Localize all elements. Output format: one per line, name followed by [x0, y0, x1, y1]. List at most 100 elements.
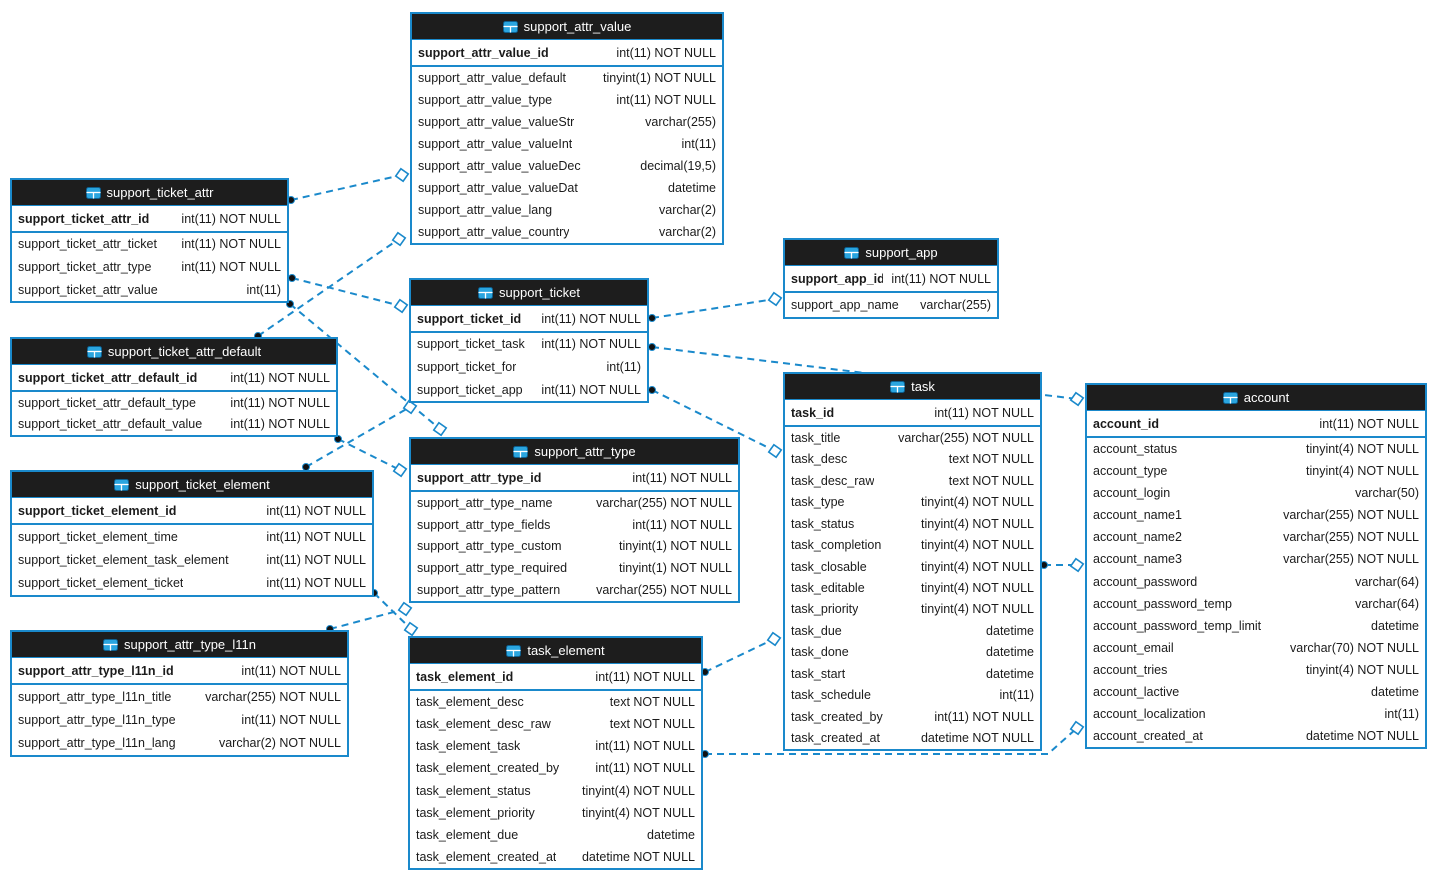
- table-header-support_attr_type_l11n[interactable]: support_attr_type_l11n: [12, 632, 347, 658]
- table-title: support_attr_value: [523, 19, 632, 34]
- table-grid-icon: [114, 478, 130, 491]
- field-type: varchar(255) NOT NULL: [596, 583, 732, 598]
- field-name: support_ticket_element_task_element: [18, 552, 229, 567]
- field-type: int(11): [999, 688, 1034, 703]
- field-name: task_type: [791, 495, 845, 510]
- table-title: task_element: [527, 643, 605, 658]
- field-name: account_email: [1093, 640, 1174, 655]
- field-type: text NOT NULL: [609, 717, 695, 732]
- diamond-endpoint: [1069, 391, 1085, 407]
- field-name: support_ticket_attr_value: [18, 282, 158, 297]
- table-grid-icon: [102, 638, 118, 651]
- field-name: account_password: [1093, 574, 1198, 589]
- field-row: account_status tinyint(4) NOT NULL: [1087, 438, 1425, 460]
- field-name: support_attr_type_required: [417, 561, 568, 576]
- field-type: datetime: [986, 623, 1034, 638]
- field-type: varchar(255) NOT NULL: [1283, 552, 1419, 567]
- field-name: support_attr_value_valueDat: [418, 181, 578, 195]
- field-name: task_element_desc_raw: [416, 717, 551, 732]
- field-type: tinyint(4) NOT NULL: [582, 805, 695, 820]
- field-name: support_ticket_task: [417, 337, 525, 352]
- field-type: int(11) NOT NULL: [595, 739, 695, 754]
- table-title: support_app: [865, 245, 938, 260]
- relation-support_ticket-to-support_app: [651, 298, 776, 319]
- table-header-support_ticket_attr_default[interactable]: support_ticket_attr_default: [12, 339, 336, 365]
- table-header-support_attr_type[interactable]: support_attr_type: [411, 439, 738, 465]
- table-grid-icon: [86, 345, 102, 358]
- table-title: support_attr_type: [534, 444, 636, 459]
- field-type: varchar(70) NOT NULL: [1290, 640, 1419, 655]
- dot-endpoint: [334, 435, 342, 443]
- table-header-support_ticket[interactable]: support_ticket: [411, 280, 647, 306]
- table-grid-icon: [890, 380, 906, 393]
- field-type: varchar(255) NOT NULL: [205, 689, 341, 704]
- field-type: int(11) NOT NULL: [266, 529, 366, 544]
- field-type: int(11) NOT NULL: [616, 93, 716, 107]
- field-name: support_attr_type_l11n_title: [18, 689, 172, 704]
- table-support_attr_type_l11n[interactable]: support_attr_type_l11n support_attr_type_…: [10, 630, 349, 757]
- field-name: task_editable: [791, 581, 865, 596]
- field-row: support_attr_type_l11n_title varchar(255)…: [12, 685, 347, 708]
- relation-support_ticket-to-task: [651, 389, 776, 452]
- field-name: support_attr_type_fields: [417, 517, 551, 532]
- field-name: support_attr_value_default: [418, 71, 567, 85]
- field-type: int(11) NOT NULL: [541, 382, 641, 397]
- table-header-support_attr_value[interactable]: support_attr_value: [412, 14, 722, 40]
- field-name: support_attr_value_id: [418, 45, 549, 60]
- field-type: varchar(255): [645, 115, 716, 129]
- field-name: task_schedule: [791, 688, 871, 703]
- table-header-support_ticket_attr[interactable]: support_ticket_attr: [12, 180, 287, 206]
- field-name: account_type: [1093, 464, 1168, 479]
- field-type: tinyint(1) NOT NULL: [603, 71, 716, 85]
- field-name: support_ticket_attr_id: [18, 211, 150, 226]
- diamond-endpoint: [432, 421, 448, 437]
- field-name: account_status: [1093, 442, 1178, 457]
- field-row: task_schedule int(11): [785, 685, 1040, 706]
- table-header-account[interactable]: account: [1087, 385, 1425, 411]
- table-header-task[interactable]: task: [785, 374, 1040, 400]
- relation-support_ticket_element-to-task_element: [373, 592, 412, 630]
- table-header-support_app[interactable]: support_app: [785, 240, 997, 266]
- field-type: tinyint(4) NOT NULL: [1306, 442, 1419, 457]
- field-name: support_ticket_element_ticket: [18, 576, 184, 591]
- table-header-task_element[interactable]: task_element: [410, 638, 701, 664]
- field-type: int(11) NOT NULL: [541, 337, 641, 352]
- table-grid-icon: [478, 286, 494, 299]
- field-type: varchar(255) NOT NULL: [596, 495, 732, 510]
- field-name: task_element_desc: [416, 695, 524, 710]
- field-type: int(11) NOT NULL: [891, 271, 991, 286]
- field-name: support_ticket_attr_type: [18, 260, 152, 274]
- table-header-support_ticket_element[interactable]: support_ticket_element: [12, 472, 372, 498]
